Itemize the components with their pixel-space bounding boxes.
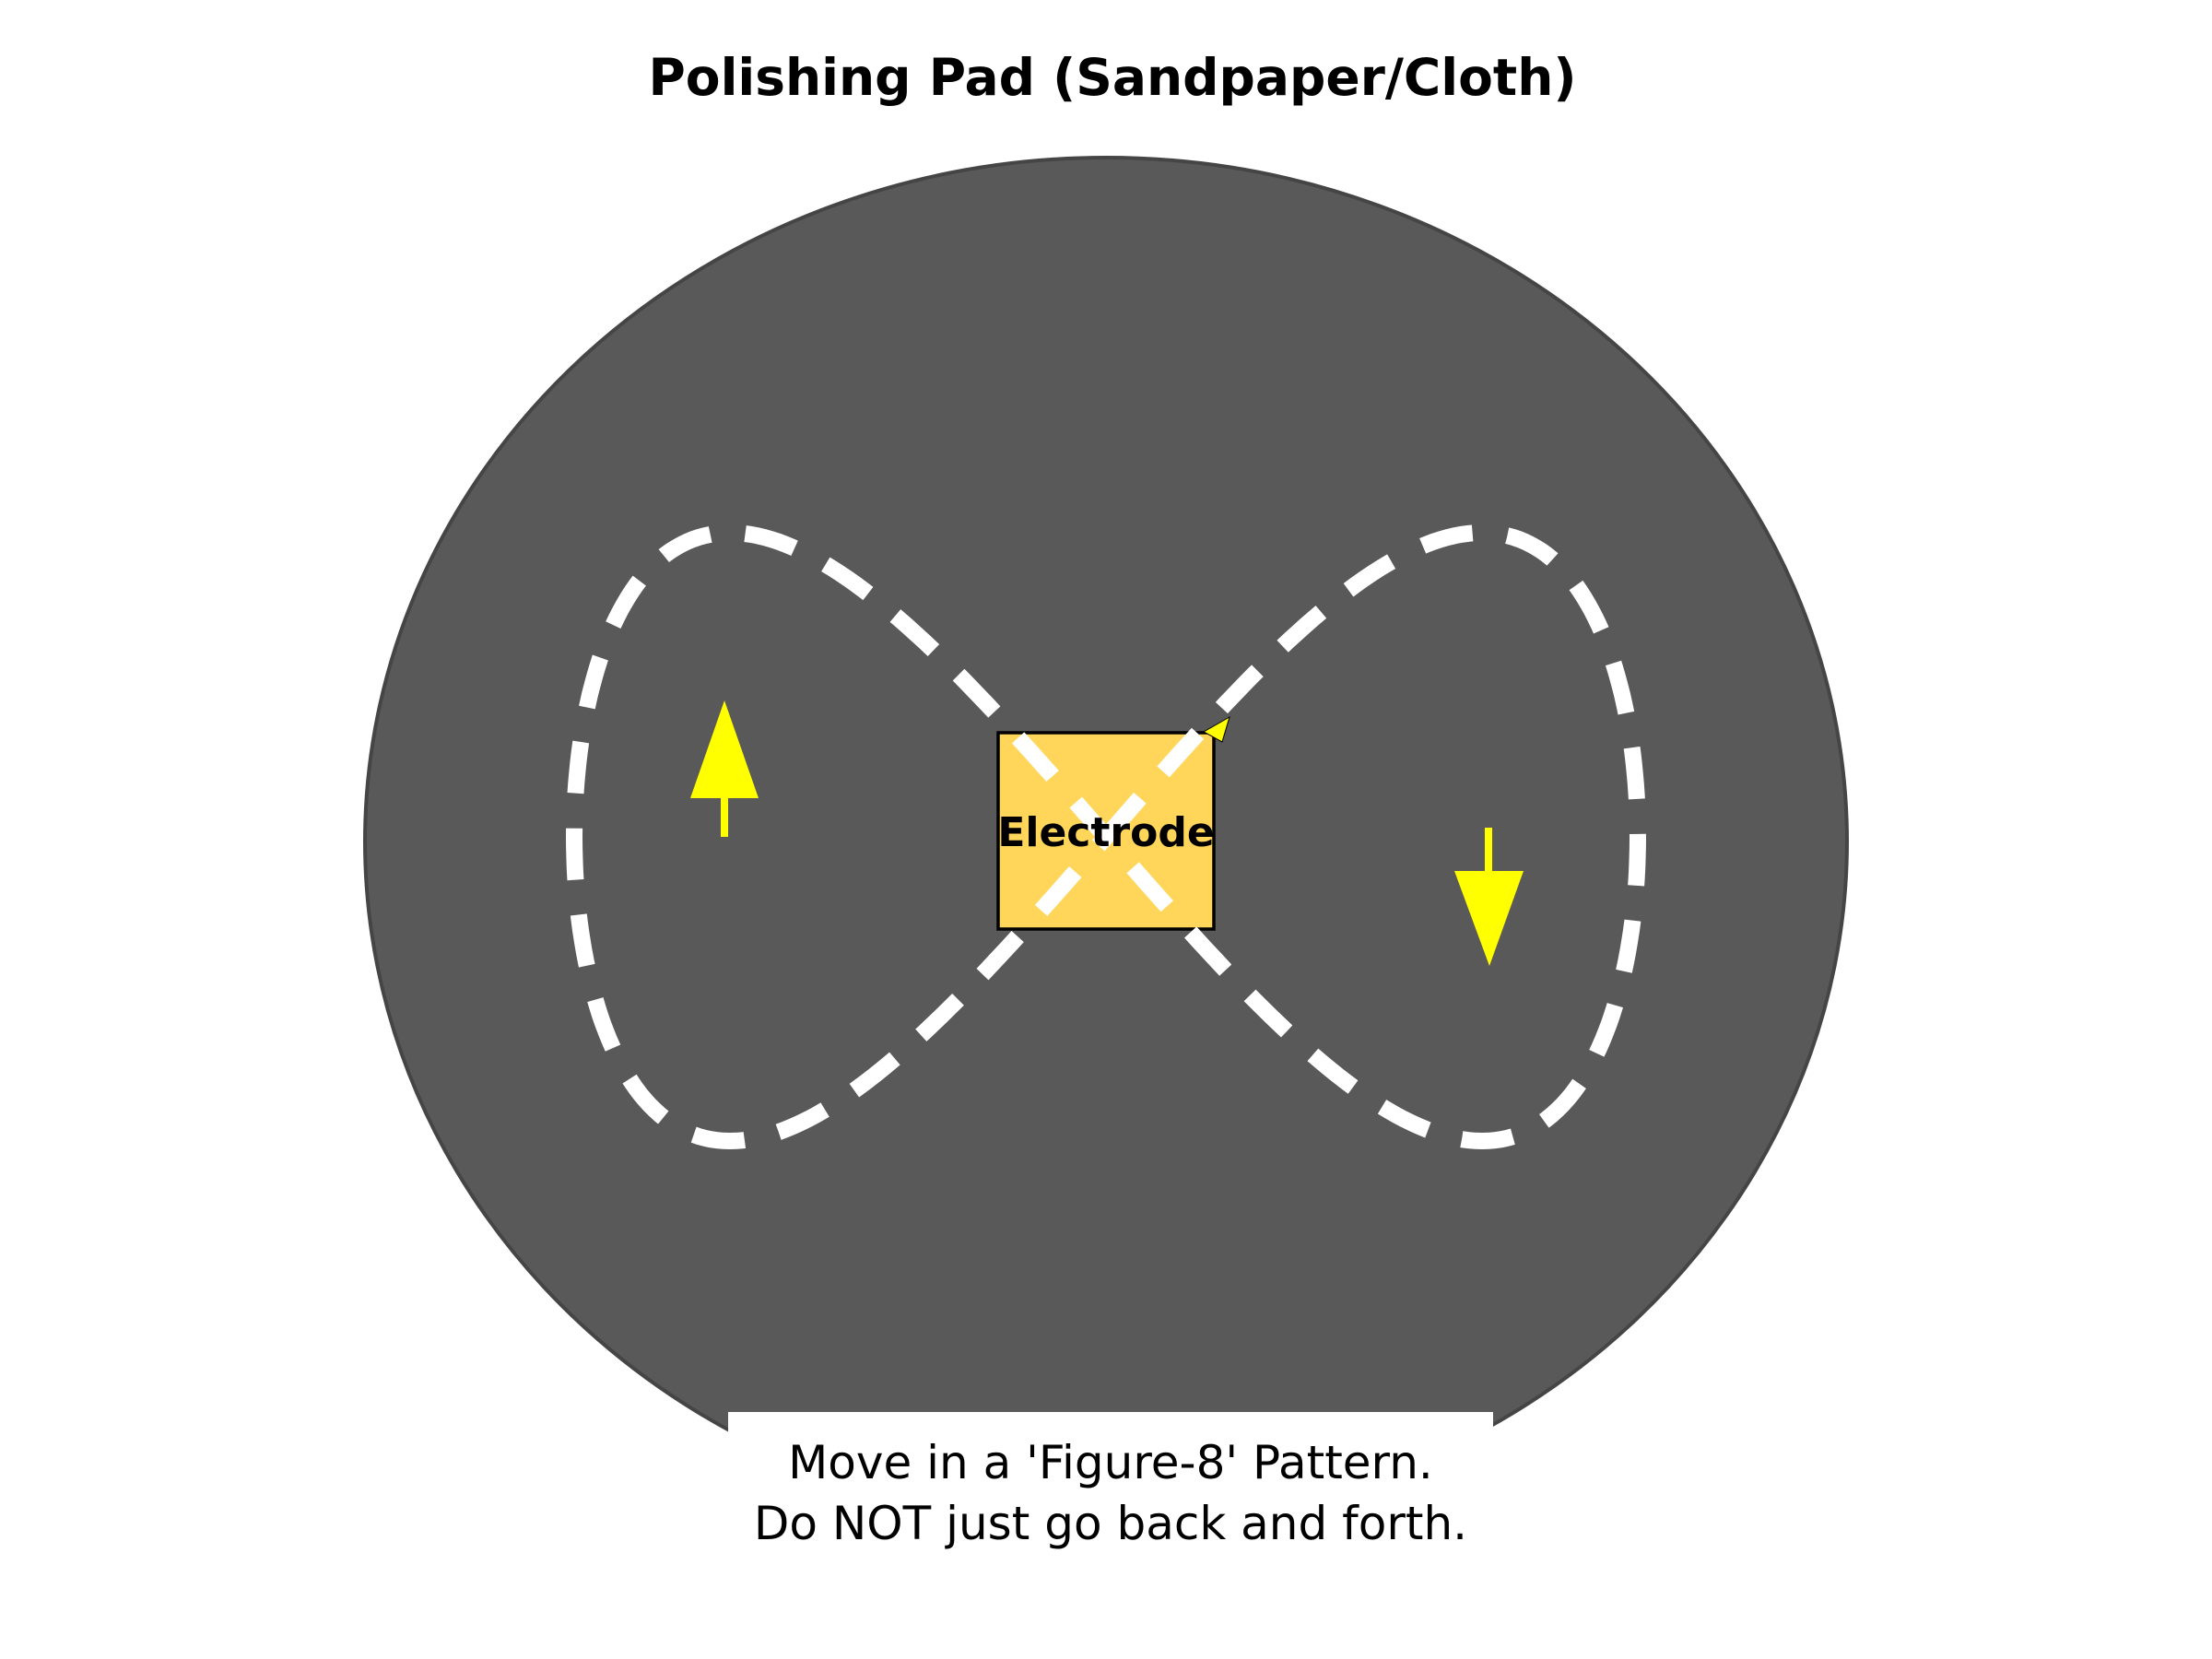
arrowhead-up-right-icon: [1202, 715, 1230, 743]
instruction-box: [728, 1412, 1493, 1580]
page-title: Polishing Pad (Sandpaper/Cloth): [648, 48, 1576, 107]
instruction-line-1: Move in a 'Figure-8' Pattern.: [788, 1436, 1433, 1489]
electrode-label: Electrode: [997, 809, 1214, 856]
down-arrow-icon: [1454, 828, 1524, 966]
up-arrow-icon: [690, 700, 759, 837]
instruction-line-2: Do NOT just go back and forth.: [754, 1497, 1467, 1550]
figure-8-path: [565, 524, 1647, 1150]
